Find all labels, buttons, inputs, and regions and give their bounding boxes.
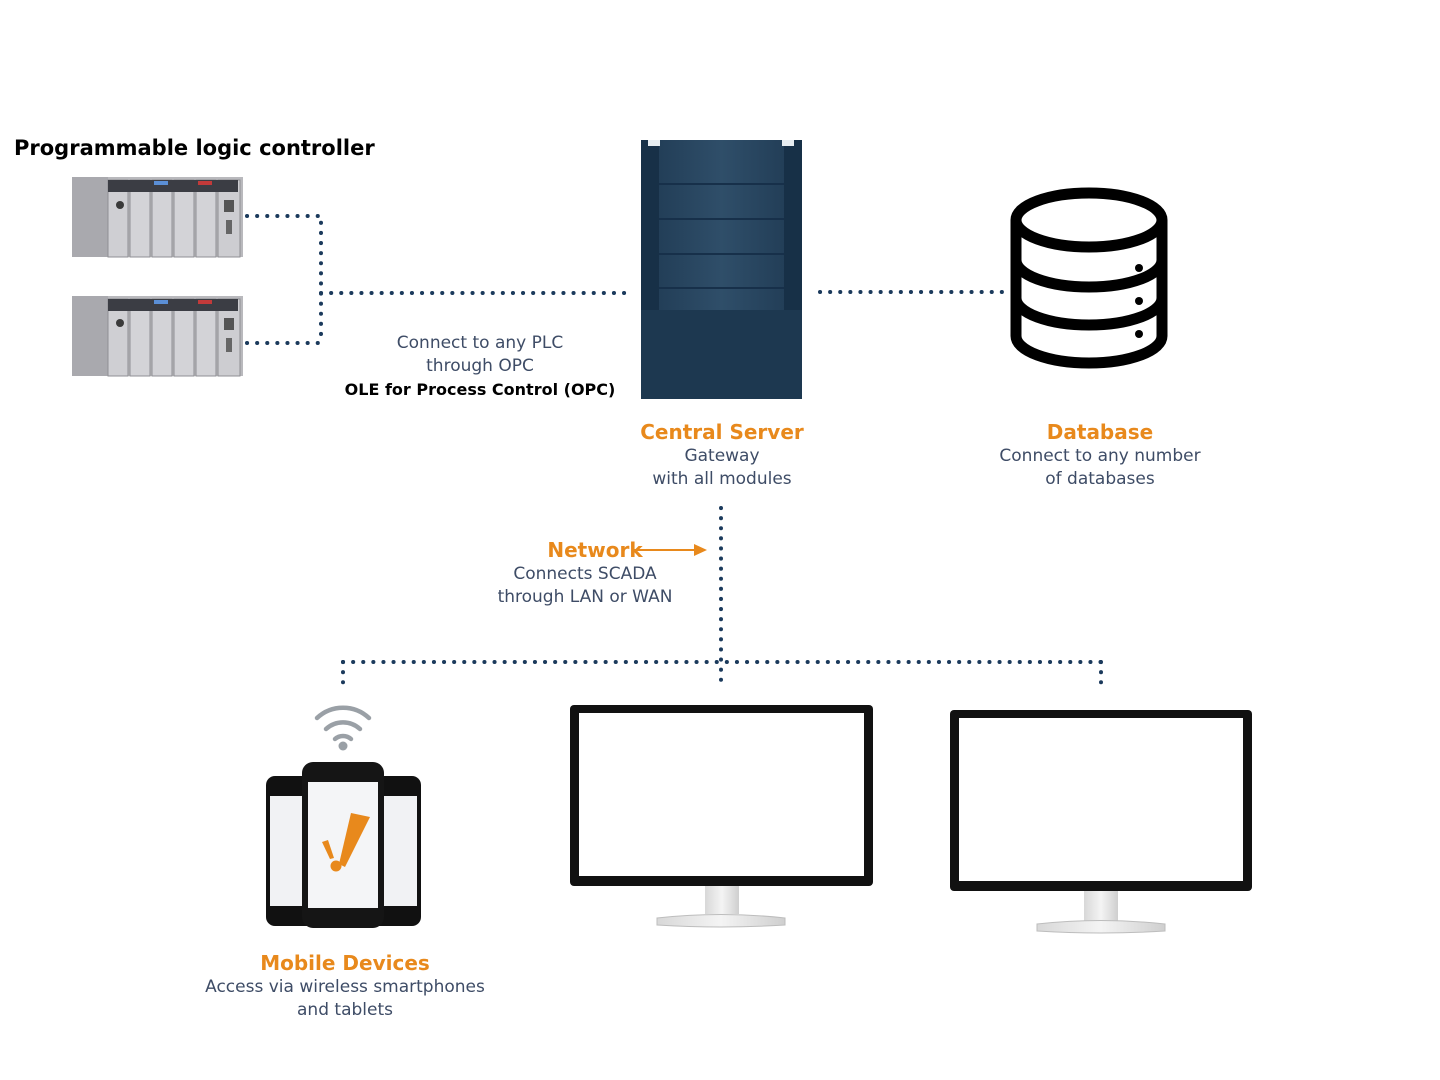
- database-icon: [1010, 187, 1168, 369]
- connector-lines: [245, 214, 1103, 692]
- wifi-icon: [314, 705, 372, 751]
- database-line2: of databases: [1045, 469, 1155, 489]
- network-line2: through LAN or WAN: [497, 587, 673, 607]
- plc-rack-2: [72, 296, 243, 377]
- database-line1: Connect to any number: [999, 446, 1201, 466]
- database-title: Database: [1046, 420, 1154, 444]
- server-tower-icon: [641, 140, 802, 399]
- network-arrow-icon: [632, 544, 707, 556]
- server-line1: Gateway: [684, 446, 760, 466]
- database-label: Database Connect to any number of databa…: [980, 419, 1220, 491]
- opc-connect-line1: Connect to any PLC: [396, 333, 564, 353]
- opc-note: Connect to any PLC through OPC OLE for P…: [330, 332, 630, 399]
- server-label: Central Server Gateway with all modules: [600, 419, 844, 491]
- server-title: Central Server: [640, 420, 804, 444]
- network-title: Network: [547, 538, 643, 562]
- network-label: Network Connects SCADA through LAN or WA…: [480, 537, 690, 609]
- opc-connect-line2: through OPC: [426, 356, 534, 376]
- mobile-line1: Access via wireless smartphones: [205, 977, 485, 997]
- smartphone-icon: [266, 762, 421, 928]
- plc-title: Programmable logic controller: [14, 136, 375, 160]
- network-line1: Connects SCADA: [513, 564, 657, 584]
- monitor-icon-2: [950, 710, 1252, 934]
- plc1-connector: [245, 214, 323, 345]
- server-line2: with all modules: [652, 469, 792, 489]
- plc-rack-icon: [72, 177, 243, 377]
- mobile-title: Mobile Devices: [260, 951, 430, 975]
- plc-rack-1: [72, 177, 243, 258]
- opc-full-name: OLE for Process Control (OPC): [344, 380, 616, 399]
- mobile-line2: and tablets: [297, 1000, 393, 1020]
- monitor-icon: [570, 705, 873, 928]
- mobile-label: Mobile Devices Access via wireless smart…: [195, 950, 495, 1022]
